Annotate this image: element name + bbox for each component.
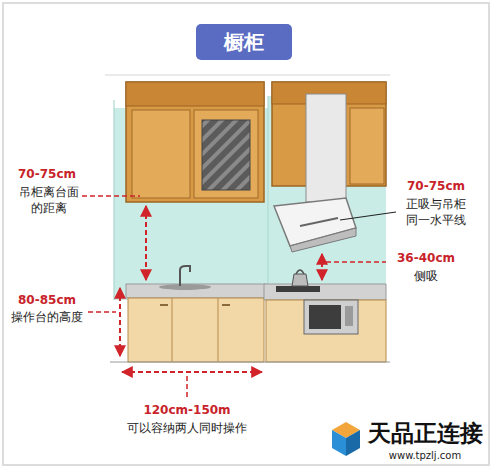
counter-left xyxy=(160,304,168,306)
frame xyxy=(3,3,489,465)
counter-right xyxy=(292,274,308,286)
upper-cabinet-left xyxy=(202,120,250,190)
dimension-note: 操作台的高度 xyxy=(6,309,88,325)
dimension-lines xyxy=(82,195,140,197)
dimension-lines xyxy=(88,311,116,313)
range-hood xyxy=(306,94,346,202)
dimension-lines xyxy=(82,196,386,400)
dimension-lines xyxy=(326,261,386,263)
upper-cabinet-right xyxy=(350,108,384,184)
counter-right xyxy=(304,300,358,334)
counter-left xyxy=(222,304,230,306)
watermark-logo xyxy=(332,422,360,456)
dimension-note: 侧吸 xyxy=(388,268,464,284)
floor xyxy=(110,362,390,363)
upper-cabinet-left xyxy=(132,110,190,198)
leader-line xyxy=(340,212,396,220)
counter-left xyxy=(172,298,173,362)
range-hood xyxy=(300,218,338,226)
watermark-logo xyxy=(332,430,346,456)
dimension-value: 70-75cm xyxy=(396,178,476,194)
watermark-url: www.tpzlj.com xyxy=(362,449,488,463)
frame xyxy=(3,3,489,465)
dimension-note: 正吸与吊柜 同一水平线 xyxy=(404,196,468,228)
wall xyxy=(105,75,390,300)
wall xyxy=(268,96,269,300)
range-hood xyxy=(274,94,356,252)
dimension-value: 36-40cm xyxy=(388,250,464,266)
range-hood xyxy=(290,228,356,252)
dimension-lines xyxy=(122,371,262,373)
dimension-lines xyxy=(145,206,147,280)
counter-right xyxy=(296,270,304,274)
dimension-lines xyxy=(186,376,188,400)
counter-right xyxy=(276,286,320,292)
dimension-value: 70-75cm xyxy=(10,166,84,182)
title-badge: 橱柜 xyxy=(196,24,292,60)
watermark-logo xyxy=(346,430,360,456)
upper-cabinet-left xyxy=(126,82,264,202)
counter-left xyxy=(218,298,219,362)
counter-right xyxy=(264,270,386,362)
upper-cabinet-left xyxy=(194,110,258,198)
dimension-lines xyxy=(119,288,121,356)
counter-left xyxy=(159,284,211,290)
dimension-value: 80-85cm xyxy=(10,292,84,308)
wall xyxy=(114,100,115,300)
dimension-lines xyxy=(321,254,323,280)
counter-left xyxy=(128,298,264,362)
floor xyxy=(110,362,390,363)
watermark-brand: 天品正连接 xyxy=(362,418,488,449)
dimension-note: 可以容纳两人同时操作 xyxy=(119,420,255,436)
counter-left xyxy=(126,284,266,298)
counter-right xyxy=(266,300,386,362)
upper-cabinet-left xyxy=(126,82,264,106)
counter-right xyxy=(264,284,386,300)
counter-right xyxy=(309,305,341,329)
counter-left xyxy=(180,266,190,286)
counter-left xyxy=(126,266,266,362)
upper-cabinet-left xyxy=(126,82,264,202)
leader-line xyxy=(340,212,396,220)
counter-right xyxy=(345,306,353,326)
wall xyxy=(105,75,390,76)
dimension-value: 120cm-150m xyxy=(127,402,247,418)
dimension-note: 吊柜离台面 的距离 xyxy=(18,184,80,216)
